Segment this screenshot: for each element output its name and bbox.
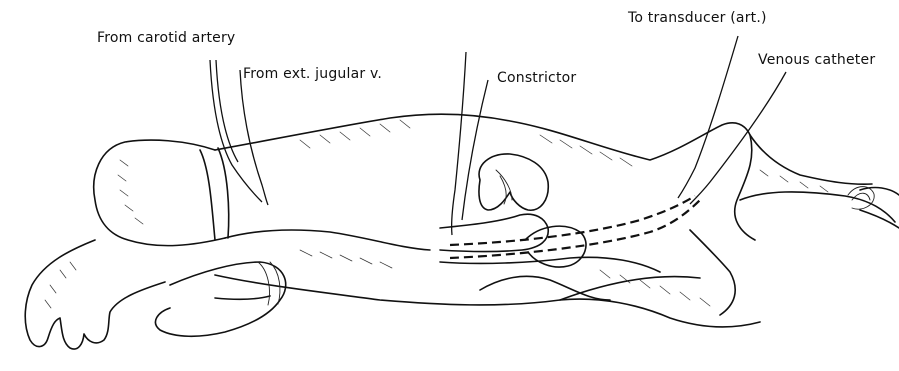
- label-carotid-artery: From carotid artery: [97, 30, 235, 46]
- shading: [45, 120, 828, 308]
- label-venous-catheter: Venous catheter: [758, 52, 875, 68]
- transducer-leader: [678, 36, 738, 198]
- abdomen-fold: [480, 276, 700, 300]
- skin-flap: [690, 230, 735, 315]
- constrictor-leader: [462, 80, 488, 220]
- label-constrictor: Constrictor: [497, 70, 576, 86]
- foreleg-upper: [94, 140, 225, 246]
- belly-outline: [215, 275, 760, 327]
- jugular-tube: [240, 70, 268, 205]
- kidney: [479, 154, 548, 210]
- label-transducer: To transducer (art.): [628, 10, 767, 26]
- kidney-hilum: [496, 170, 512, 204]
- label-ext-jugular: From ext. jugular v.: [243, 66, 382, 82]
- venous-leader: [690, 72, 786, 204]
- body-outline: [215, 114, 872, 184]
- renal-vessel: [440, 214, 548, 251]
- neck-outline: [225, 230, 430, 250]
- front-paw-left: [25, 240, 165, 349]
- foreleg-cuff: [200, 148, 229, 240]
- arterial-catheter: [450, 196, 695, 245]
- vessel-lower: [440, 257, 660, 272]
